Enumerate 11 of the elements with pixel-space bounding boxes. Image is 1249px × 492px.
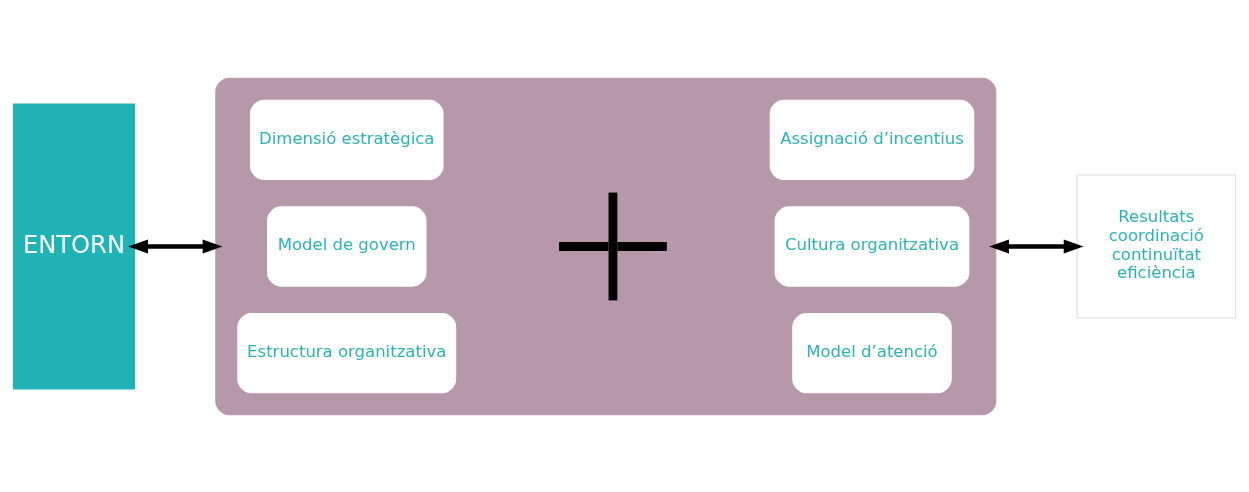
node-box: Model d’atenció bbox=[792, 312, 952, 393]
node-box: Model de govern bbox=[267, 205, 427, 287]
node-box: ENTORN bbox=[12, 103, 135, 389]
arrow bbox=[989, 239, 1084, 253]
node-box: Resultats coordinació continuïtat eficiència bbox=[1076, 173, 1237, 319]
node-box: Cultura organitzativa bbox=[774, 205, 970, 287]
node-box: Estructura organitzativa bbox=[237, 312, 457, 393]
node-box: Dimensió estratègica bbox=[249, 99, 444, 180]
cluster bbox=[215, 77, 997, 415]
node-box: Assignació d’incentius bbox=[769, 99, 975, 180]
arrow bbox=[128, 239, 223, 253]
